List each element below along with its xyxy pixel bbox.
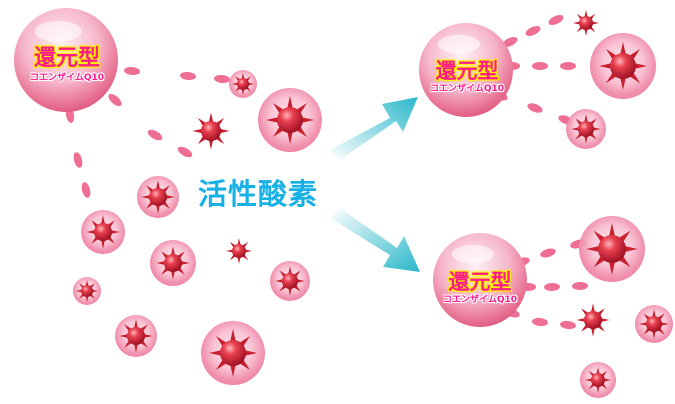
coq10-label-1: コエンザイムQ10 (30, 73, 104, 83)
radical-particle (73, 277, 101, 305)
radical-particle (229, 70, 257, 98)
radical-particle (201, 321, 265, 385)
coq10-label-2: コエンザイムQ10 (430, 84, 504, 94)
dash-mark (540, 248, 556, 258)
dash-mark (73, 152, 83, 168)
dash-mark (527, 103, 543, 113)
radical-particle (580, 362, 616, 398)
radical-particle (150, 240, 196, 286)
radical-particle (566, 109, 606, 149)
radical-particle (576, 303, 610, 337)
dash-mark (544, 282, 560, 292)
coq10-label-3: コエンザイムQ10 (443, 295, 517, 305)
dash-mark (502, 37, 518, 47)
dash-mark (532, 62, 548, 70)
dash-mark (525, 26, 541, 36)
radical-particle (258, 88, 322, 152)
dash-mark (548, 15, 564, 25)
ubiquinol-molecules (14, 8, 527, 327)
ubiquinol-molecule (433, 233, 527, 327)
arrow-upper (330, 97, 418, 160)
ubiquinol-label-1: 還元型 (33, 46, 100, 71)
radical-particle (81, 210, 125, 254)
radical-particle (226, 238, 252, 264)
dash-mark (560, 320, 576, 330)
radical-particle (579, 216, 645, 282)
dash-trails (65, 15, 588, 330)
radical-particle (590, 33, 656, 99)
radical-particles (73, 10, 673, 398)
radical-particle (270, 261, 310, 301)
radical-particle (137, 176, 179, 218)
arrow-lower (330, 208, 420, 272)
radical-particle (192, 112, 230, 150)
dash-mark (81, 182, 91, 198)
ubiquinol-label-2: 還元型 (435, 59, 499, 83)
ros-label: 活性酸素 (198, 177, 319, 211)
radical-particle (573, 10, 599, 36)
dash-mark (177, 146, 193, 158)
dash-mark (108, 93, 122, 107)
dash-mark (147, 129, 163, 141)
ubiquinol-label-3: 還元型 (448, 270, 512, 294)
dash-mark (180, 71, 196, 81)
radical-particle (635, 305, 673, 343)
dash-mark (214, 74, 230, 84)
ubiquinol-molecule (419, 23, 513, 117)
dash-mark (572, 281, 588, 291)
radical-particle (115, 315, 157, 357)
dash-mark (124, 66, 140, 76)
dash-mark (560, 62, 576, 70)
ubiquinol-molecule (14, 8, 118, 112)
dash-mark (532, 317, 548, 327)
